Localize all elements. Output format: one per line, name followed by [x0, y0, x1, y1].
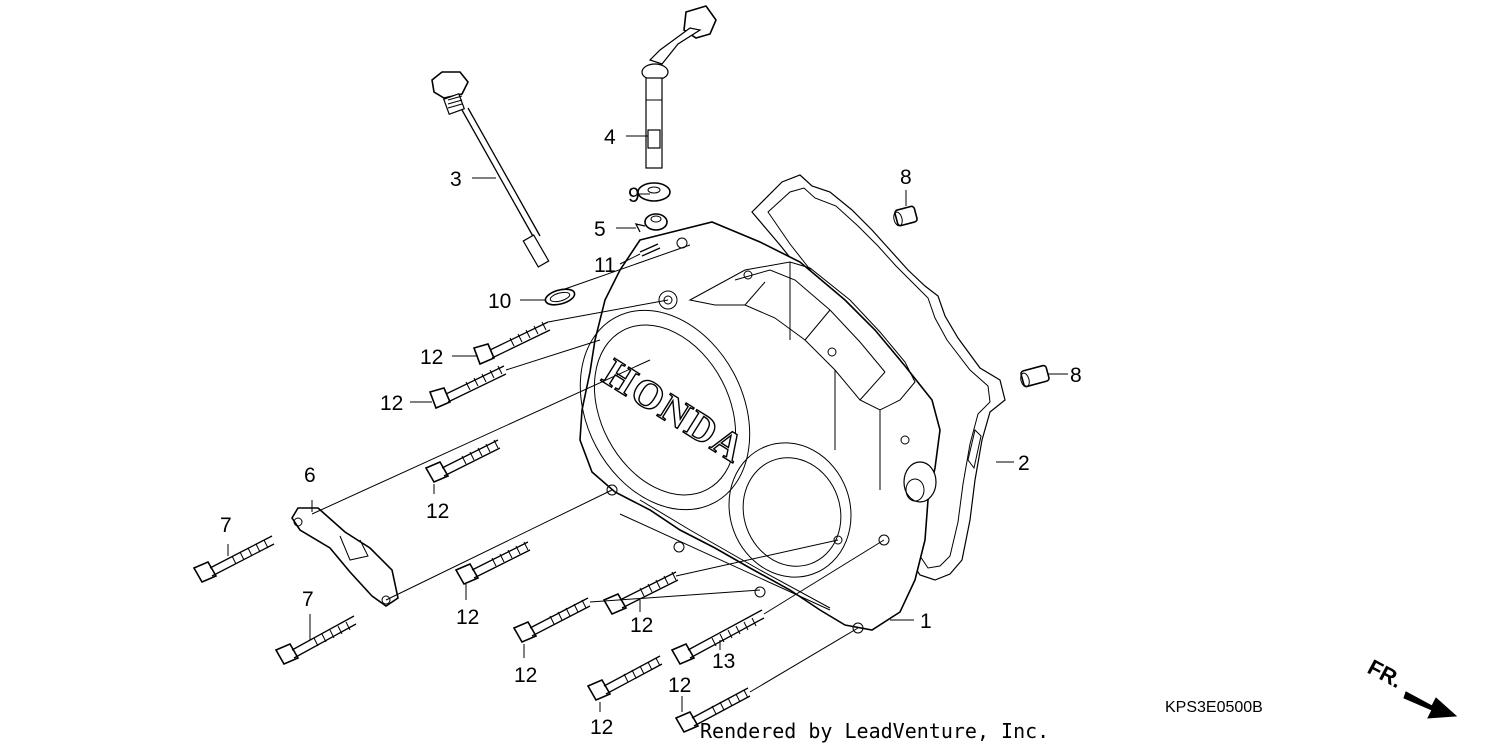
return-spring-5[interactable]: [634, 213, 668, 233]
front-direction-indicator: FR.: [1364, 654, 1458, 719]
bolt-12-h[interactable]: [674, 687, 751, 734]
callout-9: 9: [628, 184, 640, 207]
diagram-code: KPS3E0500B: [1165, 699, 1263, 716]
oil-dipstick[interactable]: [431, 71, 550, 268]
bolt-12-e[interactable]: [602, 571, 679, 616]
credit-text: Rendered by LeadVenture, Inc.: [700, 719, 1049, 743]
callout-11: 11: [594, 254, 616, 277]
callout-3: 3: [450, 168, 462, 191]
bolt-7-b[interactable]: [274, 615, 357, 666]
bolt-12-a[interactable]: [472, 321, 551, 366]
oil-seal-9[interactable]: [637, 182, 671, 202]
callout-13: 13: [712, 650, 735, 673]
callout-12d: 12: [456, 606, 479, 629]
callout-12c: 12: [426, 500, 449, 523]
callout-7a: 7: [220, 514, 232, 537]
callout-numbers: 1 2 3 4 5 6 7 7 8 8 9 10 11 12 12 12 12 …: [220, 126, 1082, 739]
leader-lines: [227, 135, 1068, 712]
clutch-lifter-shaft[interactable]: [641, 5, 717, 169]
callout-5: 5: [594, 218, 606, 241]
bolt-12-f[interactable]: [512, 597, 591, 644]
bolt-12-g[interactable]: [586, 655, 663, 702]
direction-label: FR.: [1364, 654, 1407, 693]
pin-11[interactable]: [639, 243, 661, 257]
callout-1: 1: [920, 610, 932, 633]
callout-4: 4: [604, 126, 616, 149]
callout-12g: 12: [668, 674, 691, 697]
callout-12e: 12: [630, 614, 653, 637]
dowel-pin-8b[interactable]: [1019, 364, 1050, 388]
callout-12h: 12: [590, 716, 613, 739]
callout-6: 6: [304, 464, 316, 487]
bolt-12-c[interactable]: [424, 439, 501, 484]
callout-8b: 8: [1070, 364, 1082, 387]
right-crankcase-cover[interactable]: HONDA: [547, 221, 941, 634]
direction-arrow-icon: [1403, 691, 1458, 719]
bolt-12-b[interactable]: [428, 365, 507, 410]
callout-7b: 7: [302, 588, 314, 611]
callout-2: 2: [1018, 452, 1030, 475]
callout-12a: 12: [420, 346, 443, 369]
bolt-7-a[interactable]: [192, 535, 275, 584]
dowel-pin-8a[interactable]: [892, 205, 918, 227]
bolt-13[interactable]: [670, 609, 765, 666]
clamp-plate-6[interactable]: [291, 507, 399, 607]
callout-8a: 8: [900, 166, 912, 189]
callout-12f: 12: [514, 664, 537, 687]
callout-12b: 12: [380, 392, 403, 415]
assembly-guide-lines: [311, 244, 885, 693]
bolt-12-d[interactable]: [454, 541, 531, 586]
o-ring-10[interactable]: [544, 286, 577, 307]
callout-10: 10: [488, 290, 511, 313]
